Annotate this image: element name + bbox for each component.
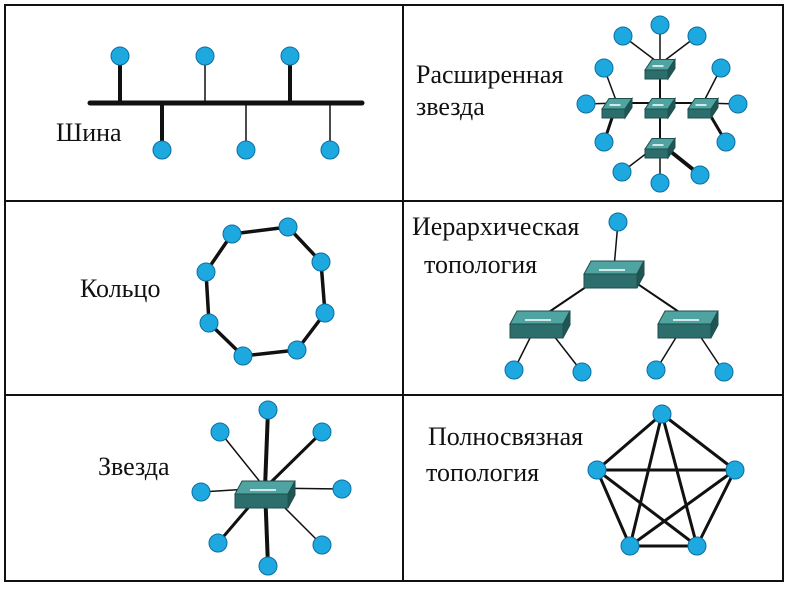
node-dot: [725, 460, 745, 480]
node-dot: [278, 217, 298, 237]
node-dot: [711, 58, 731, 78]
node-dot: [572, 362, 592, 382]
node-dot: [714, 362, 734, 382]
mesh-link: [695, 468, 737, 548]
hierarchical-label-2: топология: [424, 250, 538, 279]
mesh-link: [595, 412, 664, 472]
mesh-label-1: Полносвязная: [428, 422, 584, 451]
hierarchical-label-1: Иерархическая: [412, 212, 580, 241]
node-dot: [287, 340, 307, 360]
node-dot: [258, 400, 278, 420]
node-dot: [646, 360, 666, 380]
node-dot: [613, 26, 633, 46]
mesh-link: [628, 412, 664, 548]
mesh-link: [595, 468, 632, 548]
hub-device: [657, 310, 719, 339]
node-dot: [576, 94, 596, 114]
ring-label: Кольцо: [80, 274, 161, 303]
hub-device: [601, 96, 633, 120]
node-dot: [728, 94, 748, 114]
mesh-link: [660, 412, 699, 548]
node-dot: [332, 479, 352, 499]
node-dot: [687, 26, 707, 46]
mesh-label-2: топология: [426, 458, 540, 487]
topology-table: [4, 4, 784, 582]
node-dot: [587, 460, 607, 480]
bus-label: Шина: [56, 118, 122, 147]
node-dot: [315, 303, 335, 323]
node-dot: [258, 556, 278, 576]
node-dot: [650, 15, 670, 35]
extended-star-label-1: Расширенная: [416, 60, 564, 89]
node-dot: [652, 404, 672, 424]
node-dot: [195, 46, 215, 66]
node-dot: [594, 132, 614, 152]
link-line: [219, 431, 266, 489]
node-dot: [312, 535, 332, 555]
hub-device: [644, 136, 676, 160]
node-dot: [594, 58, 614, 78]
node-dot: [612, 162, 632, 182]
mesh-link: [660, 412, 737, 472]
node-dot: [716, 132, 736, 152]
hub-device: [509, 310, 571, 339]
extended-star-label-2: звезда: [416, 92, 485, 121]
node-dot: [152, 140, 172, 160]
column-divider: [402, 6, 404, 580]
node-dot: [690, 165, 710, 185]
node-dot: [222, 224, 242, 244]
hub-device: [644, 96, 676, 120]
node-dot: [191, 482, 211, 502]
node-dot: [196, 262, 216, 282]
node-dot: [233, 346, 253, 366]
node-dot: [110, 46, 130, 66]
node-dot: [608, 212, 628, 232]
node-dot: [687, 536, 707, 556]
star-label: Звезда: [98, 452, 170, 481]
node-dot: [312, 422, 332, 442]
node-dot: [311, 252, 331, 272]
mesh-link: [595, 468, 699, 548]
node-dot: [210, 422, 230, 442]
hub-device: [234, 480, 296, 509]
link-line: [263, 430, 324, 490]
row-divider-2: [6, 394, 782, 396]
row-divider-1: [6, 200, 782, 202]
node-dot: [650, 173, 670, 193]
node-dot: [199, 313, 219, 333]
link-line: [263, 408, 270, 490]
mesh-link: [628, 468, 737, 548]
node-dot: [208, 533, 228, 553]
node-dot: [280, 46, 300, 66]
hub-device: [687, 96, 719, 120]
node-dot: [504, 360, 524, 380]
node-dot: [320, 140, 340, 160]
hub-device: [583, 260, 645, 289]
node-dot: [236, 140, 256, 160]
hub-device: [644, 57, 676, 81]
node-dot: [620, 536, 640, 556]
